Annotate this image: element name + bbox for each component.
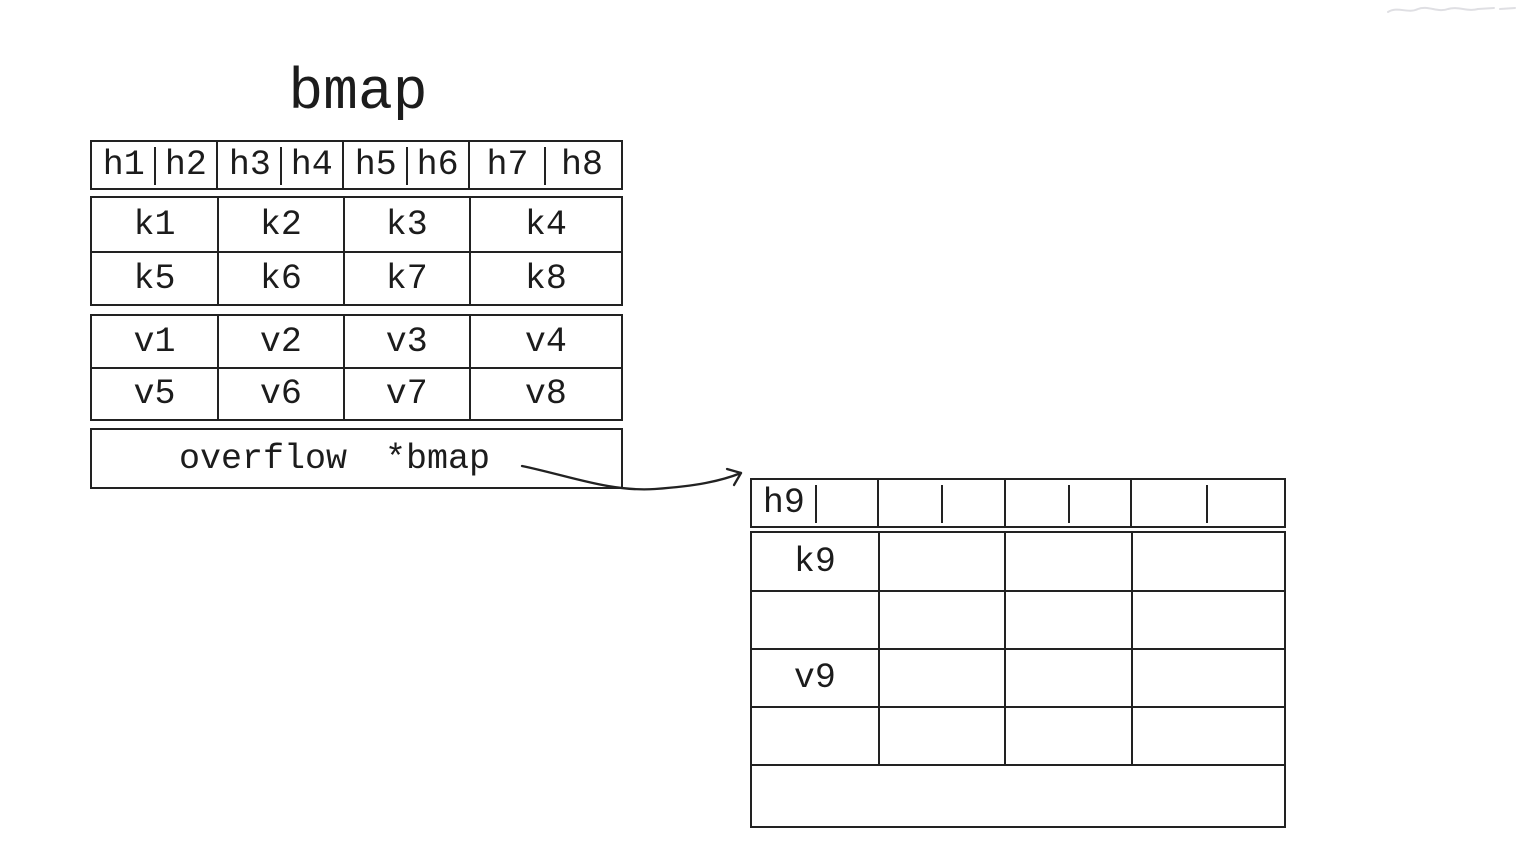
tophash-cell: h8 bbox=[561, 145, 604, 185]
keys-section: k1 k2 k3 k4 k5 k6 k7 k8 bbox=[90, 196, 623, 306]
values-row: v1 v2 v3 v4 bbox=[92, 316, 621, 367]
key-cell: k1 bbox=[92, 198, 219, 251]
tophash-row: h9 bbox=[750, 478, 1286, 528]
key-cell: k4 bbox=[524, 204, 567, 245]
tophash-cell bbox=[816, 480, 880, 526]
keys-row: k1 k2 k3 k4 bbox=[92, 198, 621, 251]
key-cell bbox=[880, 592, 1007, 648]
value-cell: v1 bbox=[92, 316, 219, 367]
tophash-cell bbox=[942, 480, 1006, 526]
values-section: v1 v2 v3 v4 v5 v6 v7 v8 bbox=[90, 314, 623, 421]
tophash-cell: h5 bbox=[344, 142, 409, 188]
diagram-title: bmap bbox=[288, 61, 428, 126]
value-cell: v7 bbox=[345, 369, 471, 419]
value-cell bbox=[880, 708, 1007, 764]
table-overflow-bucket: h9 k9 v9 bbox=[750, 478, 1286, 828]
key-cell: k5 bbox=[92, 253, 219, 304]
tophash-cell: h3 bbox=[218, 142, 283, 188]
tophash-cell: h1 bbox=[92, 142, 157, 188]
overflow-pointer-row bbox=[752, 764, 1284, 826]
tophash-cell: h2 bbox=[155, 142, 219, 188]
table-main-bucket: h1 h2 h3 h4 h5 h6 h7 h8 k1 k2 k3 k4 k5 k… bbox=[90, 140, 623, 490]
tophash-cell bbox=[879, 480, 944, 526]
overflow-arrow bbox=[520, 464, 743, 491]
value-cell: v4 bbox=[524, 321, 567, 362]
key-cell bbox=[1006, 533, 1133, 590]
values-row: v5 v6 v7 v8 bbox=[92, 367, 621, 419]
value-cell bbox=[1006, 650, 1133, 706]
value-cell bbox=[1133, 650, 1284, 706]
key-cell bbox=[880, 533, 1007, 590]
tophash-cell: h6 bbox=[407, 142, 471, 188]
value-cell: v3 bbox=[345, 316, 471, 367]
tophash-row: h1 h2 h3 h4 h5 h6 h7 h8 bbox=[90, 140, 623, 190]
values-row bbox=[752, 706, 1284, 764]
value-cell: v8 bbox=[524, 374, 567, 414]
key-cell bbox=[752, 592, 880, 648]
value-cell bbox=[880, 650, 1007, 706]
key-cell: k6 bbox=[219, 253, 345, 304]
value-cell bbox=[752, 708, 880, 764]
key-cell: k8 bbox=[524, 258, 567, 299]
keys-row: k5 k6 k7 k8 bbox=[92, 251, 621, 304]
key-cell bbox=[1133, 592, 1284, 648]
key-cell: k2 bbox=[219, 198, 345, 251]
key-cell bbox=[1133, 533, 1284, 590]
tophash-cell: h7 bbox=[470, 142, 546, 188]
keys-row bbox=[752, 590, 1284, 648]
value-cell bbox=[1133, 708, 1284, 764]
overflow-pointer-value: *bmap bbox=[385, 438, 491, 479]
value-cell: v2 bbox=[219, 316, 345, 367]
tophash-cell bbox=[1207, 480, 1282, 526]
tophash-cell bbox=[1132, 480, 1209, 526]
tophash-cell: h4 bbox=[281, 142, 345, 188]
overflow-pointer-row: overflow *bmap bbox=[90, 428, 623, 489]
value-cell: v6 bbox=[219, 369, 345, 419]
key-cell: k7 bbox=[345, 253, 471, 304]
faint-artifact-scribble bbox=[1387, 6, 1516, 13]
keys-row: k9 bbox=[752, 533, 1284, 590]
value-cell: v9 bbox=[752, 650, 880, 706]
value-cell: v5 bbox=[92, 369, 219, 419]
overflow-label: overflow bbox=[178, 438, 347, 479]
key-cell bbox=[1006, 592, 1133, 648]
tophash-cell bbox=[1069, 480, 1133, 526]
overflow-bucket-body: k9 v9 bbox=[750, 531, 1286, 828]
value-cell bbox=[1006, 708, 1133, 764]
values-row: v9 bbox=[752, 648, 1284, 706]
key-cell: k9 bbox=[752, 533, 880, 590]
key-cell: k3 bbox=[345, 198, 471, 251]
tophash-cell bbox=[1006, 480, 1071, 526]
tophash-cell: h9 bbox=[752, 480, 817, 526]
